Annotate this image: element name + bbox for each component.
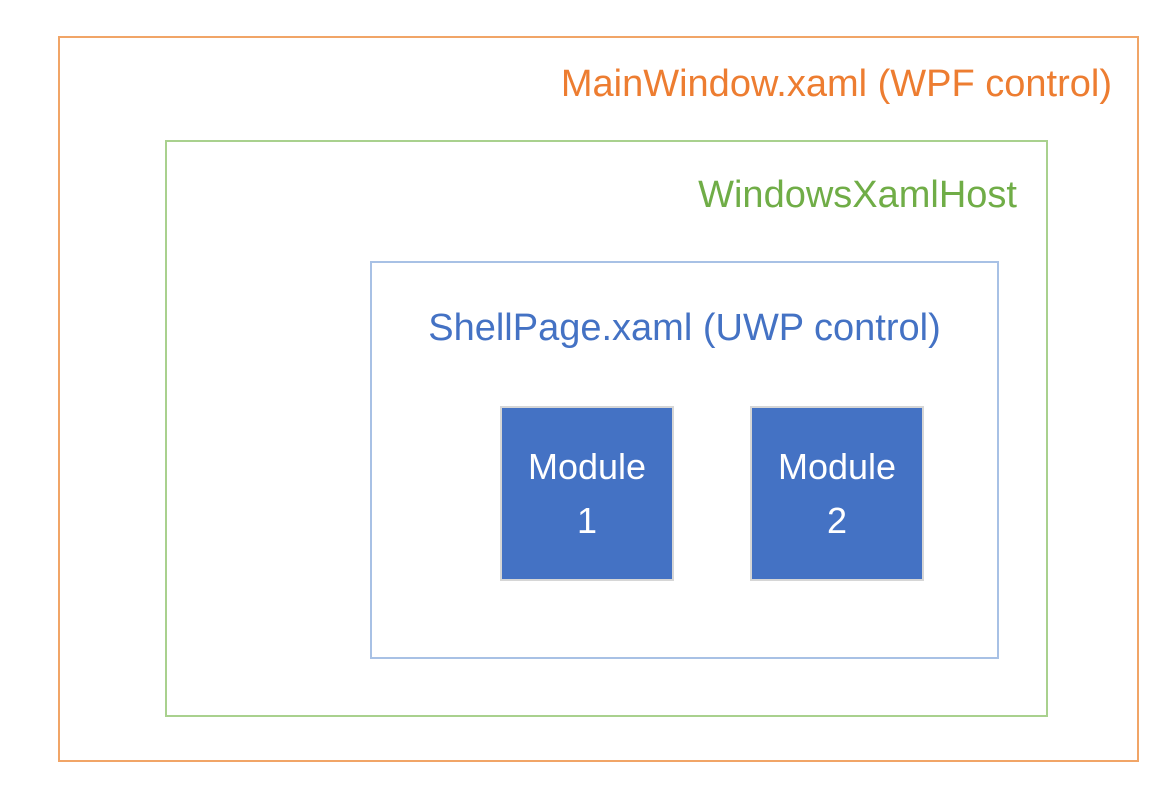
module-1-label-line2: 1: [576, 499, 597, 541]
shellpage-uwp-label: ShellPage.xaml (UWP control): [428, 307, 941, 349]
windows-xaml-host-box: WindowsXamlHost ShellPage.xaml (UWP cont…: [165, 140, 1048, 717]
module-2-label-line1: Module: [777, 445, 897, 487]
mainwindow-wpf-box: MainWindow.xaml (WPF control) WindowsXam…: [58, 36, 1139, 762]
windows-xaml-host-label: WindowsXamlHost: [698, 174, 1017, 216]
module-1-box: Module 1: [500, 406, 674, 581]
shellpage-uwp-box: ShellPage.xaml (UWP control) Module 1 Mo…: [370, 261, 999, 659]
module-2-label-line2: 2: [826, 499, 847, 541]
mainwindow-wpf-label: MainWindow.xaml (WPF control): [560, 63, 1112, 105]
module-2-label: Module 2: [778, 440, 896, 548]
module-1-label: Module 1: [528, 440, 646, 548]
module-2-box: Module 2: [750, 406, 924, 581]
module-1-label-line1: Module: [527, 445, 647, 487]
